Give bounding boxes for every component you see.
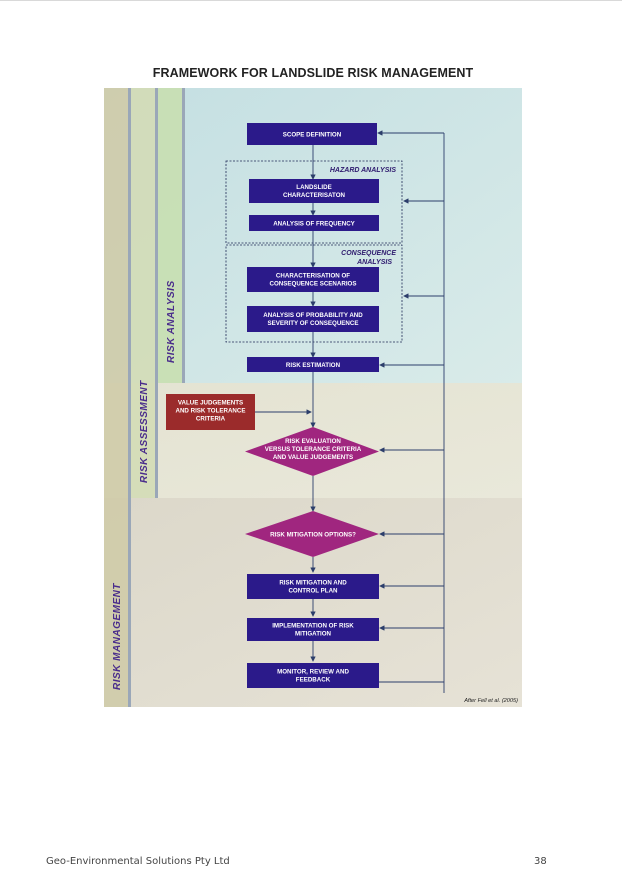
scenarios-text-2: CONSEQUENCE SCENARIOS (270, 281, 357, 288)
assessment-side-bar (131, 88, 155, 498)
evaluation-text-3: AND VALUE JUDGEMENTS (273, 454, 353, 461)
value-text-1: VALUE JUDGEMENTS (178, 400, 243, 407)
management-side-rule (128, 88, 131, 707)
analysis-side-rule (182, 88, 185, 383)
estimation-text: RISK ESTIMATION (286, 362, 341, 369)
probability-text-1: ANALYSIS OF PROBABILITY AND (263, 312, 363, 319)
evaluation-text-2: VERSUS TOLERANCE CRITERIA (265, 446, 362, 453)
characterisation-text-2: CHARACTERISATON (283, 192, 346, 199)
hazard-analysis-group (225, 160, 403, 244)
footer-company: Geo-Environmental Solutions Pty Ltd (46, 856, 230, 867)
analysis-side-bar (158, 88, 182, 383)
value-text-2: AND RISK TOLERANCE (175, 408, 245, 415)
value-judgements-box: VALUE JUDGEMENTS AND RISK TOLERANCE CRIT… (166, 394, 255, 430)
analysis-of-frequency-box: ANALYSIS OF FREQUENCY (249, 215, 379, 231)
implementation-box: IMPLEMENTATION OF RISK MITIGATION (247, 618, 379, 641)
monitor-text-1: MONITOR, REVIEW AND (277, 669, 349, 676)
consequence-label: CONSEQUENCE (341, 250, 396, 257)
landslide-characterisation-box: LANDSLIDE CHARACTERISATON (249, 179, 379, 203)
evaluation-text-1: RISK EVALUATION (285, 438, 341, 445)
probability-severity-box: ANALYSIS OF PROBABILITY AND SEVERITY OF … (247, 306, 379, 332)
page-top-rule (0, 0, 622, 1)
consequence-analysis-group (225, 244, 403, 343)
control-plan-text-2: CONTROL PLAN (288, 588, 338, 595)
risk-management-label: RISK MANAGEMENT (112, 583, 123, 690)
citation: After Fell et al. (2005) (463, 698, 518, 704)
footer-page-number: 38 (534, 856, 547, 867)
implementation-text-2: MITIGATION (295, 631, 332, 638)
implementation-text-1: IMPLEMENTATION OF RISK (272, 623, 354, 630)
risk-mitigation-options-diamond: RISK MITIGATION OPTIONS? (245, 511, 379, 557)
figure-title: FRAMEWORK FOR LANDSLIDE RISK MANAGEMENT (152, 66, 474, 80)
scope-definition-text: SCOPE DEFINITION (283, 132, 342, 139)
probability-text-2: SEVERITY OF CONSEQUENCE (268, 320, 359, 327)
scope-definition-box: SCOPE DEFINITION (247, 123, 377, 145)
risk-assessment-label: RISK ASSESSMENT (139, 380, 150, 483)
consequence-scenarios-box: CHARACTERISATION OF CONSEQUENCE SCENARIO… (247, 267, 379, 292)
monitor-review-box: MONITOR, REVIEW AND FEEDBACK (247, 663, 379, 688)
risk-analysis-label: RISK ANALYSIS (166, 280, 177, 363)
analysis-label: ANALYSIS (356, 259, 392, 266)
risk-framework-diagram: RISK ANALYSIS RISK ASSESSMENT RISK MANAG… (104, 88, 522, 707)
value-text-3: CRITERIA (196, 416, 226, 423)
monitor-text-2: FEEDBACK (296, 677, 331, 684)
management-side-bar (104, 88, 128, 707)
characterisation-text-1: LANDSLIDE (296, 184, 331, 191)
risk-estimation-box: RISK ESTIMATION (247, 357, 379, 372)
mitigation-control-plan-box: RISK MITIGATION AND CONTROL PLAN (247, 574, 379, 599)
control-plan-text-1: RISK MITIGATION AND (279, 580, 347, 587)
assessment-side-rule (155, 88, 158, 498)
hazard-analysis-label: HAZARD ANALYSIS (330, 167, 396, 174)
risk-evaluation-diamond: RISK EVALUATION VERSUS TOLERANCE CRITERI… (245, 427, 379, 476)
mitigation-options-text: RISK MITIGATION OPTIONS? (270, 532, 356, 539)
frequency-text: ANALYSIS OF FREQUENCY (273, 221, 355, 228)
scenarios-text-1: CHARACTERISATION OF (276, 273, 350, 280)
